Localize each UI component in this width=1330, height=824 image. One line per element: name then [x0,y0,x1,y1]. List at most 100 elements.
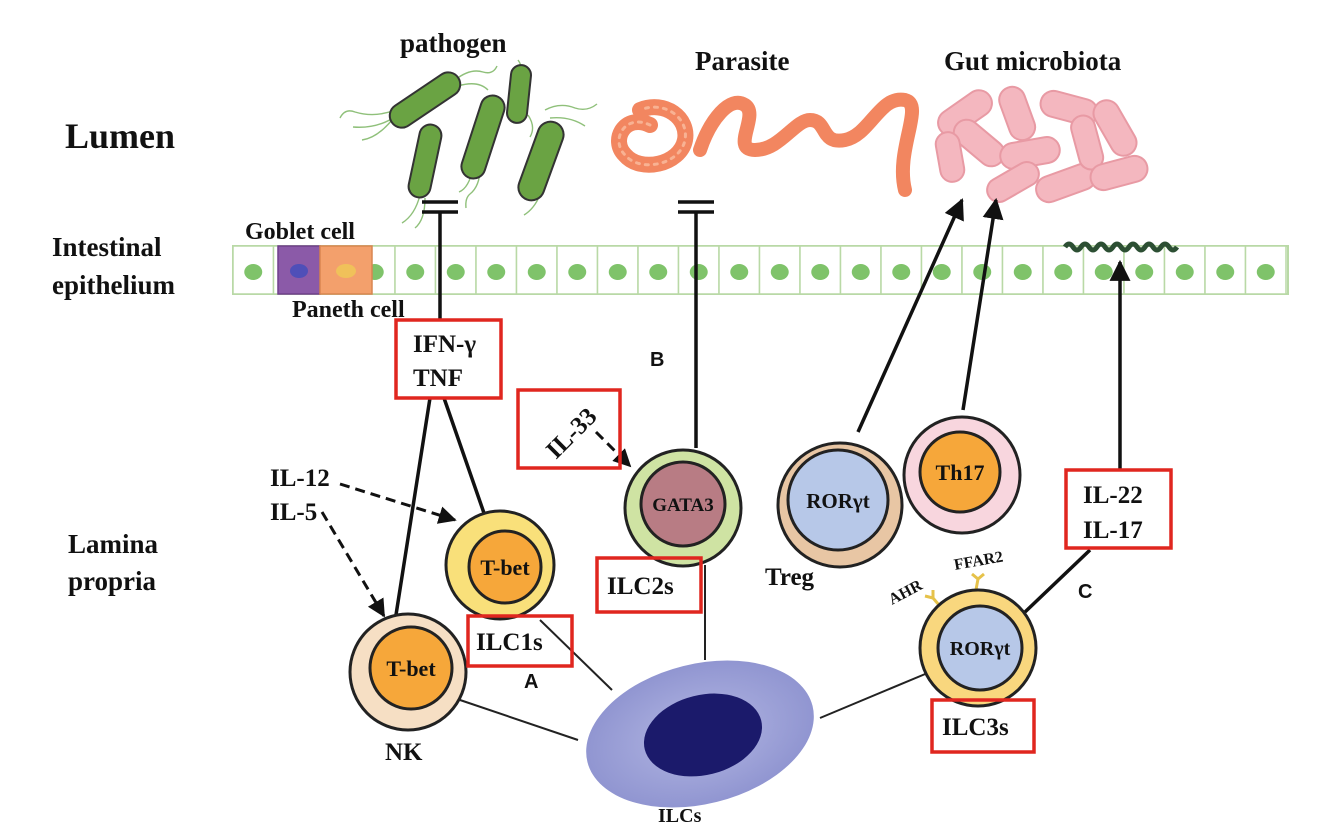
lineage-line-nk [459,699,579,741]
epithelial-nucleus [1094,264,1113,280]
epithelial-nucleus [1135,264,1154,280]
layer-label-lamina-line2: propria [68,566,157,596]
treg-to-microbiota-arrow [856,198,964,433]
goblet-cell-label: Goblet cell [245,219,355,245]
epithelial-cell [758,245,801,295]
layer-label-lumen: Lumen [65,116,175,156]
panel-letter-b: B [650,349,664,371]
epithelial-cell [1244,245,1287,295]
il33-to-ilc2-arrow [594,430,632,468]
ilc3-cell: RORγt [918,572,1038,708]
epithelium-layer [232,245,1289,295]
pathogen-bacteria-group [339,59,598,229]
ilcs-progenitor-cell [586,660,814,808]
ilc1s-label: ILC1s [476,629,543,656]
goblet-nucleus [290,264,308,278]
epithelial-nucleus [1256,264,1275,280]
epithelial-nucleus [568,264,587,280]
layer-label-epithelium-line1: Intestinal [52,232,162,262]
treg-roryt-label: RORγt [806,489,869,513]
epithelial-nucleus [932,264,951,280]
lineage-line-ilc1 [539,619,613,691]
bacterium-4 [506,64,532,124]
epithelial-cell [718,245,761,295]
ifn-to-nk-line [391,397,432,635]
nk-label: NK [385,739,423,766]
il33-box [516,388,622,470]
pathogen-title: pathogen [400,28,507,58]
bacterium-3 [460,94,506,180]
il17-label: IL-17 [1083,517,1143,544]
pathogen-inhibition [422,200,458,320]
goblet-cell [277,245,321,295]
il12-to-ilc1-arrow [339,482,457,524]
nk-cell: T-bet [348,612,468,732]
epithelial-nucleus [1054,264,1073,280]
epithelial-nucleus [892,264,911,280]
epithelial-nucleus [244,264,263,280]
il12-label: IL-12 [270,465,330,492]
ilc1-tbet-label: T-bet [480,555,530,580]
epithelial-nucleus [770,264,789,280]
ffar2-receptor-label: FFAR2 [953,549,1005,574]
tnf-label: TNF [413,365,463,392]
il22-il17-box [1064,468,1173,550]
barrier-repair-wave [1062,241,1180,253]
parasite-worm [693,92,920,197]
treg-cell: RORγt [776,441,904,569]
epithelial-nucleus [811,264,830,280]
ifn-to-ilc1-line [442,397,487,517]
ilc3-to-il22-line [1023,548,1092,614]
ilc2-cell: GATA3 [623,448,743,568]
bacterium-5 [517,120,565,202]
ilc2-gata3-label: GATA3 [652,495,714,516]
th17-label: Th17 [936,460,985,485]
microbiota-title: Gut microbiota [944,46,1122,76]
epithelium-cells [232,245,1287,295]
epithelial-nucleus [1216,264,1235,280]
parasite-spiral [611,99,694,173]
panel-letter-a: A [524,671,538,693]
epithelial-nucleus [527,264,546,280]
epithelial-nucleus [649,264,668,280]
epithelial-nucleus [1013,264,1032,280]
layer-label-epithelium-line2: epithelium [52,270,176,300]
ilc3-roryt-label: RORγt [950,638,1011,660]
epithelial-nucleus [406,264,425,280]
bacterium-2 [407,123,443,199]
paneth-cell-label: Paneth cell [292,297,405,323]
nk-tbet-label: T-bet [386,656,436,681]
ilc3s-label: ILC3s [942,714,1009,741]
epithelial-nucleus [689,264,708,280]
epithelial-nucleus [487,264,506,280]
parasite-title: Parasite [695,46,789,76]
epithelial-nucleus [446,264,465,280]
ilc2s-box [595,556,703,614]
parasite-worms-group [611,92,920,197]
ahr-receptor-label: AHR [886,577,926,609]
il5-to-nk-arrow [320,511,386,618]
ifn-gamma-label: IFN-γ [413,331,476,358]
ilc2s-label: ILC2s [607,573,674,600]
paneth-nucleus [336,264,356,278]
ilc1s-box [466,614,574,668]
ilc1-cell: T-bet [444,509,556,621]
microbiota-group [934,85,1149,204]
epithelial-nucleus [730,264,749,280]
ilcs-label: ILCs [658,805,702,824]
il22-label: IL-22 [1083,482,1143,509]
lineage-line-ilc3 [819,671,931,719]
epithelial-nucleus [1175,264,1194,280]
panel-letter-c: C [1078,581,1092,603]
epithelial-nucleus [851,264,870,280]
il5-label: IL-5 [270,499,317,526]
th17-cell: Th17 [902,415,1022,535]
th17-to-microbiota-arrow [961,197,1004,411]
bacterium-1 [388,71,462,129]
il33-label: IL-33 [541,403,602,464]
treg-label: Treg [765,564,815,591]
parasite-inhibition [678,200,714,448]
layer-label-lamina-line1: Lamina [68,529,159,559]
ifn-tnf-box [394,318,503,400]
